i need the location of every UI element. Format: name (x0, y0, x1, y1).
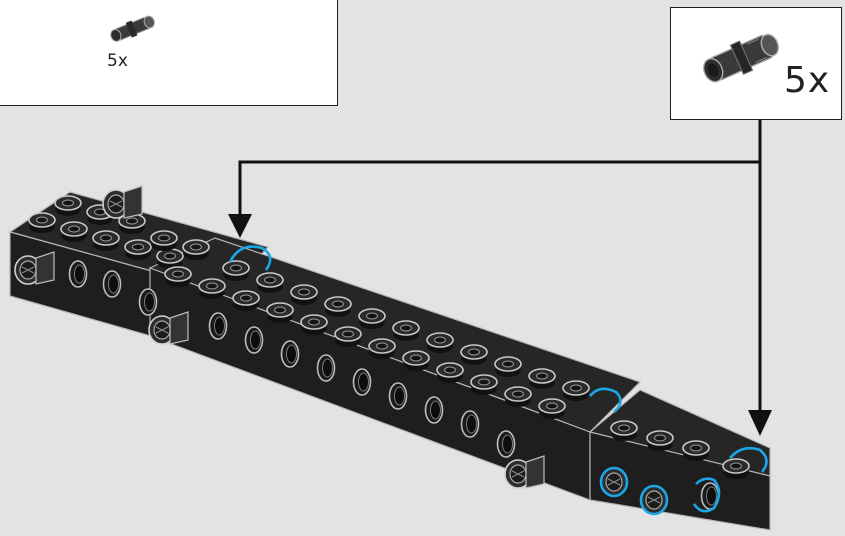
parts-list-quantity: 5x (107, 51, 128, 71)
friction-pin-icon (702, 33, 780, 83)
placement-arrows (238, 120, 762, 418)
friction-pin-icon (110, 15, 155, 42)
callout-panel: 5x (670, 7, 842, 120)
new-pins-highlighted (228, 245, 768, 516)
callout-quantity: 5x (784, 60, 831, 101)
arrow-head-right (748, 410, 772, 436)
beam-center (148, 237, 642, 501)
parts-list-panel: 5x (0, 0, 338, 106)
arrow-head-left (228, 214, 252, 238)
beam-right (588, 389, 771, 531)
